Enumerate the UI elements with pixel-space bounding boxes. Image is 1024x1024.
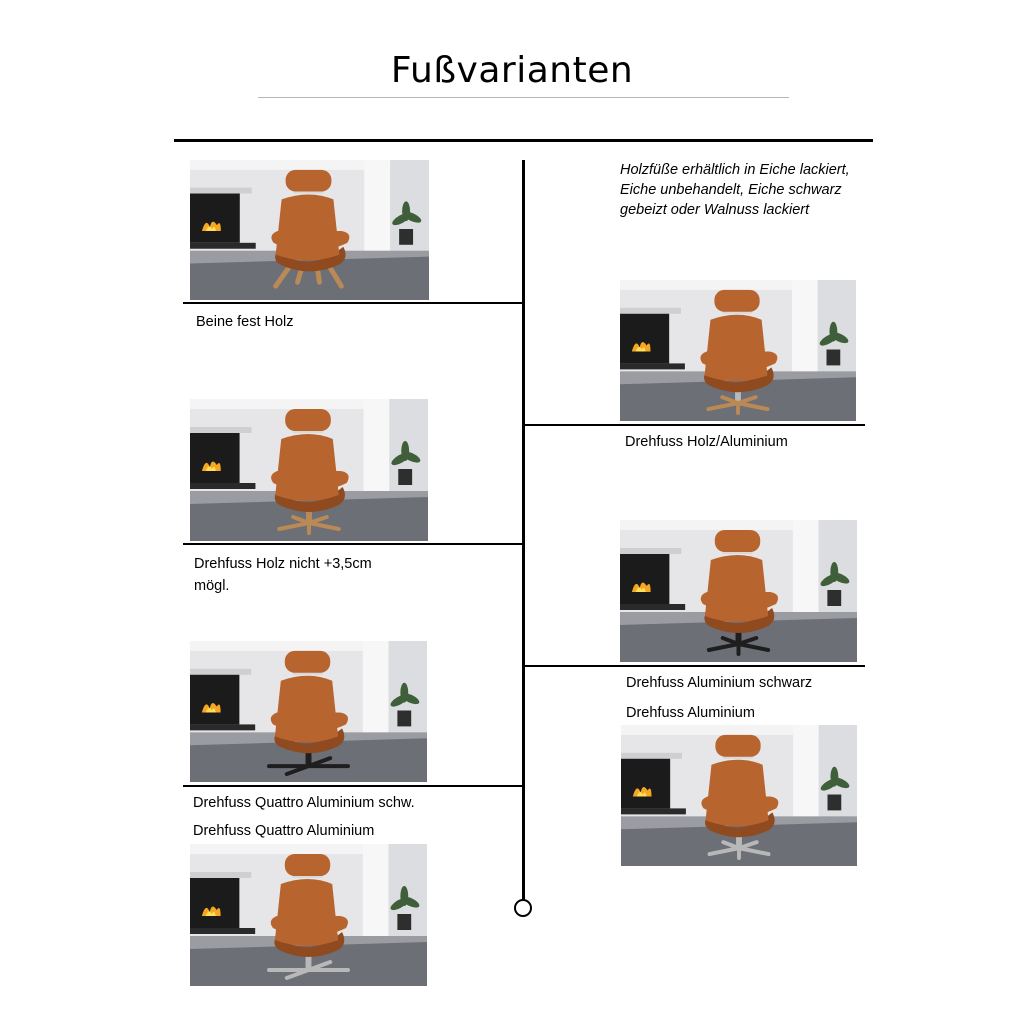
chair-photo-black-quattro xyxy=(190,641,427,782)
entry-divider xyxy=(524,424,865,426)
timeline-end-circle xyxy=(514,899,532,917)
page-title: Fußvarianten xyxy=(390,50,634,91)
chair-photo-wood-legs xyxy=(190,160,429,300)
variant-label: Drehfuss Holz nicht +3,5cm mögl. xyxy=(194,556,372,594)
lounge-chair-illustration xyxy=(190,399,428,541)
lounge-chair-illustration xyxy=(621,725,857,866)
variant-label: Drehfuss Holz/Aluminium xyxy=(625,434,788,450)
title-divider xyxy=(258,97,789,98)
entry-divider xyxy=(524,665,865,667)
timeline-spine xyxy=(522,160,525,900)
entry-divider xyxy=(183,785,524,787)
chair-photo-black-aluminium xyxy=(620,520,857,662)
entry-divider xyxy=(183,543,524,545)
chair-photo-quattro xyxy=(190,844,427,986)
entry-divider xyxy=(183,302,524,304)
variant-label: Drehfuss Quattro Aluminium schw. xyxy=(193,795,415,811)
top-divider xyxy=(174,139,873,142)
variant-label: Drehfuss Aluminium xyxy=(626,705,755,721)
variant-label: Drehfuss Quattro Aluminium xyxy=(193,823,375,839)
variant-label: Drehfuss Aluminium schwarz xyxy=(626,675,813,691)
lounge-chair-illustration xyxy=(620,520,857,662)
chair-photo-wood-swivel xyxy=(190,399,428,541)
chair-photo-aluminium xyxy=(621,725,857,866)
lounge-chair-illustration xyxy=(190,641,427,782)
lounge-chair-illustration xyxy=(190,160,429,300)
lounge-chair-illustration xyxy=(620,280,856,421)
chair-photo-wood-aluminium xyxy=(620,280,856,421)
lounge-chair-illustration xyxy=(190,844,427,986)
variant-label: Beine fest Holz xyxy=(196,314,294,330)
wood-finish-note: Holzfüße erhältlich in Eiche lackiert, E… xyxy=(620,162,850,218)
